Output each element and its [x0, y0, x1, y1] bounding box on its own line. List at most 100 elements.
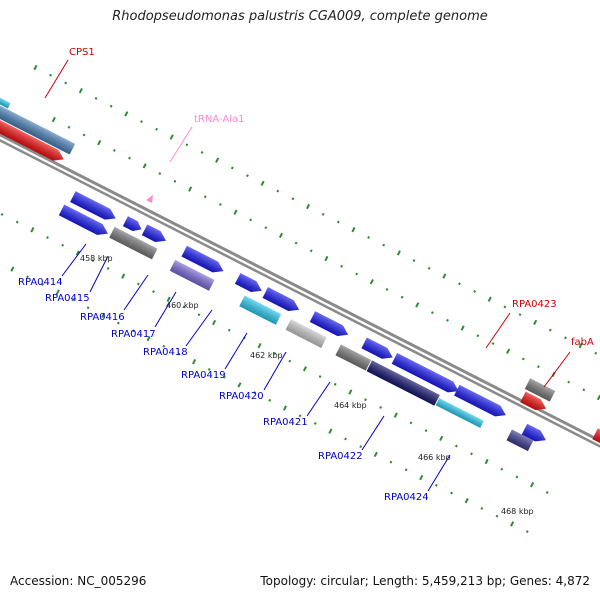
tick-mark — [458, 282, 461, 286]
tick-mark — [101, 312, 106, 319]
tick-mark — [495, 514, 499, 518]
tick-mark — [434, 483, 438, 487]
kbp-label: 460 kbp — [166, 301, 199, 310]
tick-mark — [109, 104, 113, 108]
tick-mark — [302, 366, 307, 372]
tick-mark — [86, 306, 90, 310]
tick-mark — [396, 250, 401, 256]
gene-rpa0420-upper — [361, 337, 393, 359]
label-leader-line — [44, 59, 69, 99]
tick-mark — [177, 352, 181, 356]
tick-mark — [197, 313, 201, 317]
tick-mark — [594, 351, 598, 355]
tick-marks — [0, 64, 600, 534]
gene-label: RPA0421 — [263, 417, 308, 428]
kbp-label: 458 kbp — [80, 254, 113, 263]
gene-labels: RPA0414RPA0415RPA0416RPA0417RPA0418RPA04… — [18, 47, 594, 503]
tick-mark — [324, 255, 329, 262]
gene-rpa0416 — [128, 236, 158, 260]
label-leader-line — [169, 126, 193, 163]
tick-mark — [257, 342, 262, 349]
gene-rpa0422 — [435, 398, 484, 428]
tick-mark — [10, 266, 15, 272]
tick-mark — [173, 179, 177, 183]
tick-mark — [382, 243, 386, 247]
tick-mark — [359, 445, 363, 449]
gene-rpa0417 — [169, 260, 215, 291]
tick-mark — [564, 336, 567, 340]
tick-mark — [15, 220, 19, 224]
tick-mark — [305, 203, 311, 210]
tick-mark — [530, 482, 535, 488]
tick-mark — [294, 241, 298, 245]
tick-mark — [106, 267, 110, 270]
gene-rpa0420 — [335, 344, 372, 371]
gene-rpa0418b — [262, 287, 300, 312]
gene-features — [0, 92, 600, 452]
tick-mark — [67, 125, 71, 129]
gene-label: RPA0423 — [512, 299, 557, 310]
gene-cyan-small — [0, 92, 11, 109]
gene-label: RPA0420 — [219, 391, 264, 402]
gene-rpa0424 — [506, 429, 534, 452]
tick-mark — [400, 295, 404, 299]
gene-label: RPA0416 — [80, 312, 125, 323]
kbp-label: 466 kbp — [418, 453, 451, 462]
gene-faba — [592, 428, 600, 446]
tick-mark — [207, 367, 211, 371]
tick-mark — [246, 174, 249, 178]
tick-mark — [484, 458, 489, 465]
tick-mark — [49, 73, 52, 77]
tick-mark — [200, 151, 204, 154]
tick-mark — [169, 134, 174, 140]
tick-mark — [404, 468, 408, 472]
tick-mark — [460, 325, 465, 331]
gene-rpa0423-top — [524, 378, 556, 402]
tick-mark — [476, 334, 480, 338]
gene-cps1 — [0, 98, 76, 155]
label-leader-line — [306, 381, 331, 417]
tick-mark — [328, 428, 333, 434]
tick-mark — [344, 437, 347, 441]
tick-mark — [253, 391, 257, 395]
tick-mark — [82, 133, 86, 137]
kbp-label: 468 kbp — [501, 507, 534, 516]
label-leader-line — [263, 351, 287, 391]
tick-mark — [230, 166, 234, 170]
tick-mark — [369, 279, 374, 285]
tick-mark — [582, 388, 586, 392]
tick-mark — [33, 64, 38, 71]
tick-mark — [427, 266, 431, 270]
backbone-line — [0, 138, 600, 448]
tick-mark — [215, 157, 220, 163]
tick-mark — [470, 452, 473, 456]
tick-mark — [0, 212, 4, 216]
tick-mark — [464, 498, 469, 504]
gene-label: RPA0424 — [384, 492, 429, 503]
tick-mark — [264, 226, 268, 230]
tick-mark — [518, 313, 522, 317]
tick-mark — [415, 302, 420, 308]
tick-mark — [525, 530, 529, 534]
tick-mark — [548, 328, 552, 332]
tick-mark — [273, 351, 277, 355]
tick-mark — [510, 521, 515, 527]
gene-label: RPA0418 — [143, 347, 188, 358]
tick-mark — [212, 319, 217, 326]
tick-mark — [97, 140, 102, 146]
tick-mark — [78, 88, 83, 94]
label-leader-line — [224, 332, 248, 370]
gene-rpa0418-upper — [234, 273, 262, 292]
tick-mark — [237, 382, 242, 388]
gene-small-b — [141, 224, 166, 242]
gene-red-upper — [0, 110, 64, 161]
tick-mark — [446, 318, 449, 322]
tick-mark — [61, 243, 65, 247]
tick-mark — [487, 296, 492, 302]
tick-mark — [233, 209, 238, 215]
tick-mark — [355, 272, 359, 276]
tick-mark — [249, 218, 253, 222]
label-leaders — [44, 59, 571, 492]
tick-mark — [55, 289, 60, 295]
